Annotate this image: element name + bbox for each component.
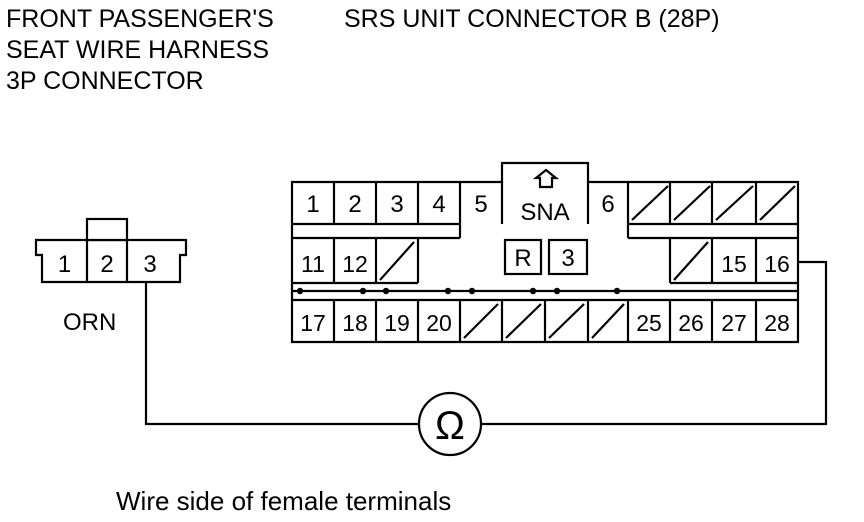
- srs-pin-11: 11: [301, 251, 325, 277]
- diagram-caption: Wire side of female terminals: [116, 486, 451, 516]
- srs-pin-25: 25: [636, 310, 662, 336]
- left-connector-title-line-2: SEAT WIRE HARNESS: [6, 36, 269, 64]
- srs-pin-17: 17: [300, 310, 326, 336]
- srs-pin-28: 28: [764, 310, 790, 336]
- wire-color-label: ORN: [63, 309, 116, 336]
- left-pin-3: 3: [143, 251, 156, 278]
- srs-pin-5: 5: [474, 191, 487, 218]
- srs-pin-12: 12: [342, 251, 368, 277]
- srs-pin-1: 1: [306, 191, 319, 218]
- srs-connector-body: [290, 161, 800, 344]
- srs-pin-19: 19: [384, 310, 410, 336]
- three-pin-connector: 1 2 3: [34, 217, 188, 284]
- srs-pin-26: 26: [678, 310, 704, 336]
- left-pin-1: 1: [58, 251, 71, 278]
- srs-pin-3: 3: [390, 191, 403, 218]
- left-pin-2: 2: [100, 251, 113, 278]
- srs-pin-20: 20: [426, 310, 452, 336]
- left-connector-title-line-1: FRONT PASSENGER'S: [6, 5, 274, 33]
- ohm-icon: Ω: [435, 404, 465, 448]
- left-connector-title-line-3: 3P CONNECTOR: [6, 67, 204, 95]
- srs-pin-15: 15: [721, 251, 747, 277]
- srs-pin-4: 4: [432, 191, 445, 218]
- srs-connector-title: SRS UNIT CONNECTOR B (28P): [344, 5, 720, 33]
- test-lead-wire: [144, 260, 828, 426]
- srs-pin-6: 6: [601, 191, 614, 218]
- srs-pin-18: 18: [342, 310, 368, 336]
- ohmmeter-symbol: [417, 391, 483, 457]
- srs-pin-27: 27: [721, 310, 747, 336]
- inner-label-3: 3: [561, 245, 574, 272]
- srs-key-label: SNA: [520, 199, 569, 226]
- srs-pin-16: 16: [764, 251, 790, 277]
- inner-label-r: R: [514, 245, 531, 272]
- srs-pin-2: 2: [348, 191, 361, 218]
